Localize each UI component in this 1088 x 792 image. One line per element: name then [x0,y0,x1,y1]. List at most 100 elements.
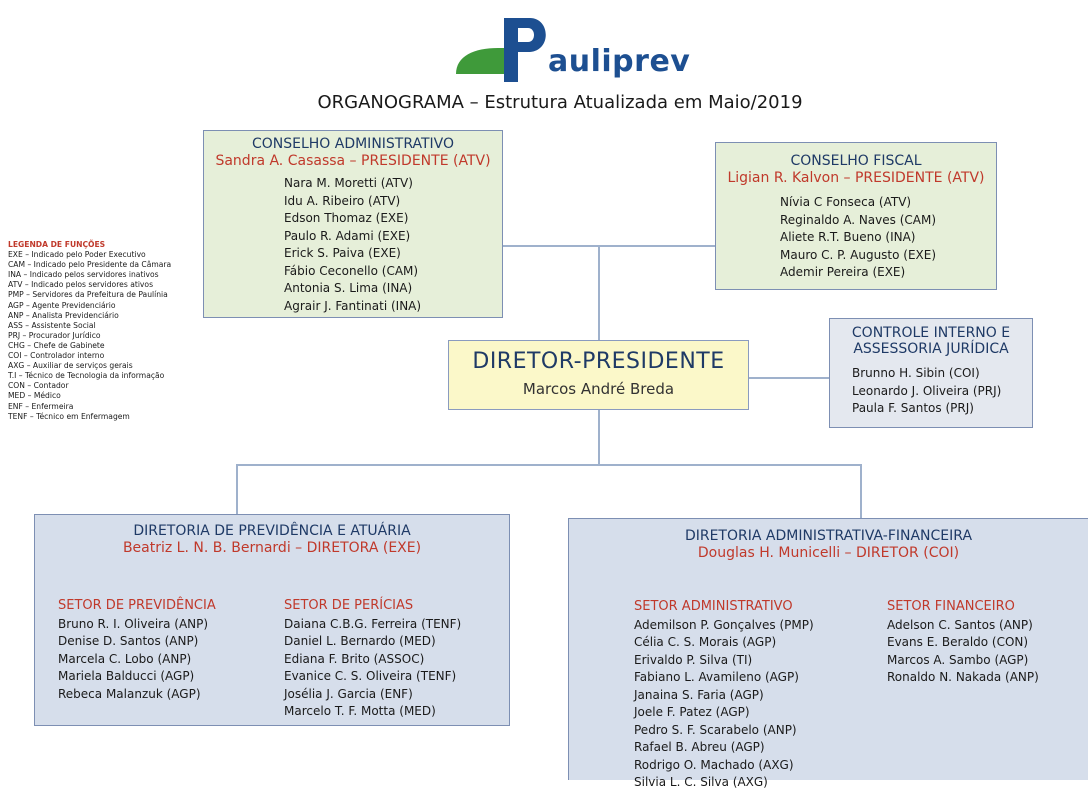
member: Rodrigo O. Machado (AXG) [634,757,794,772]
conselho-administrativo-title: CONSELHO ADMINISTRATIVO [251,136,455,152]
legend-item: EXE – Indicado pelo Poder Executivo [8,250,146,260]
diretoria-previdencia-title: DIRETORIA DE PREVIDÊNCIA E ATUÁRIA [133,523,411,539]
legend-item: ENF – Enfermeira [8,401,74,411]
member: Ademir Pereira (EXE) [780,265,906,279]
member: Ronaldo N. Nakada (ANP) [887,670,1039,684]
setor-administrativo-title: SETOR ADMINISTRATIVO [634,599,793,614]
diretor-presidente-name: Marcos André Breda [522,380,675,398]
diretoria-previdencia-head: Beatriz L. N. B. Bernardi – DIRETORA (EX… [122,540,422,556]
member: Evanice C. S. Oliveira (TENF) [284,669,457,683]
member: Ademilson P. Gonçalves (PMP) [634,617,814,632]
member: Mariela Balducci (AGP) [58,669,195,683]
member: Rebeca Malanzuk (AGP) [58,686,201,701]
legend-item: CAM – Indicado pelo Presidente da Câmara [8,260,172,270]
member: Agrair J. Fantinati (INA) [284,298,422,313]
member: Ediana F. Brito (ASSOC) [284,651,425,666]
conselho-fiscal-members: Nívia C Fonseca (ATV) Reginaldo A. Naves… [780,194,996,282]
setor-pericias-title: SETOR DE PERÍCIAS [284,598,414,613]
legend-item: ANP – Analista Previdenciário [8,310,119,320]
member: Erivaldo P. Silva (TI) [634,652,753,667]
member: Nara M. Moretti (ATV) [284,176,413,190]
diretoria-administrativa-head: Douglas H. Municelli – DIRETOR (COI) [697,545,960,561]
conselho-fiscal-box: CONSELHO FISCAL Ligian R. Kalvon – PRESI… [715,142,997,290]
setor-pericias: SETOR DE PERÍCIAS Daiana C.B.G. Ferreira… [284,597,461,721]
logo: auliprev [452,14,690,84]
member: Brunno H. Sibin (COI) [852,366,980,380]
legend: LEGENDA DE FUNÇÕES EXE – Indicado pelo P… [8,240,198,422]
controle-interno-title-1: CONTROLE INTERNO E [851,325,1011,341]
member: Erick S. Paiva (EXE) [284,246,401,260]
diretoria-previdencia-box: DIRETORIA DE PREVIDÊNCIA E ATUÁRIA Beatr… [34,514,510,726]
member: Josélia J. Garcia (ENF) [284,686,413,701]
legend-item: CON – Contador [8,381,69,391]
legend-item: ATV – Indicado pelos servidores ativos [8,280,154,290]
conselho-fiscal-president: Ligian R. Kalvon – PRESIDENTE (ATV) [727,170,985,186]
paulipreb-logo-mark-icon [456,18,546,82]
conselho-administrativo-box: CONSELHO ADMINISTRATIVO Sandra A. Casass… [203,130,503,318]
legend-item: PMP – Servidores da Prefeitura de Paulín… [8,290,168,300]
connector-controle [749,377,829,379]
member: Rafael B. Abreu (AGP) [634,740,765,754]
member: Janaina S. Faria (AGP) [634,687,764,702]
setor-previdencia-title: SETOR DE PREVIDÊNCIA [58,598,216,613]
diretor-presidente-title: DIRETOR-PRESIDENTE [472,349,725,374]
legend-item: MED – Médico [8,391,61,401]
controle-interno-title-2: ASSESSORIA JURÍDICA [853,341,1009,357]
legend-item: INA – Indicado pelos servidores inativos [8,270,159,280]
controle-interno-box: CONTROLE INTERNO E ASSESSORIA JURÍDICA B… [829,318,1033,428]
legend-item: T.I – Técnico de Tecnologia da informaçã… [8,371,165,381]
member: Daiana C.B.G. Ferreira (TENF) [284,616,462,631]
member: Marcos A. Sambo (AGP) [887,652,1029,667]
legend-item: PRJ – Procurador Jurídico [8,330,101,340]
setor-financeiro: SETOR FINANCEIRO Adelson C. Santos (ANP)… [887,598,1039,687]
member: Marcelo T. F. Motta (MED) [284,704,436,718]
member: Paulo R. Adami (EXE) [284,228,411,243]
member: Pedro S. F. Scarabelo (ANP) [634,722,797,737]
member: Reginaldo A. Naves (CAM) [780,212,937,227]
connector-bottom-vertical [598,410,600,466]
conselho-administrativo-members: Nara M. Moretti (ATV) Idu A. Ribeiro (AT… [284,175,502,315]
legend-item: AXG – Auxiliar de serviços gerais [8,361,133,371]
member: Aliete R.T. Bueno (INA) [780,230,916,244]
setor-financeiro-title: SETOR FINANCEIRO [887,599,1015,614]
member: Daniel L. Bernardo (MED) [284,634,436,648]
legend-item: COI – Controlador interno [8,351,105,361]
member: Evans E. Beraldo (CON) [887,635,1029,649]
legend-item: CHG – Chefe de Gabinete [8,340,105,350]
member: Célia C. S. Morais (AGP) [634,635,777,649]
conselho-administrativo-president: Sandra A. Casassa – PRESIDENTE (ATV) [215,153,491,169]
member: Bruno R. I. Oliveira (ANP) [58,616,209,631]
member: Idu A. Ribeiro (ATV) [284,193,401,208]
member: Leonardo J. Oliveira (PRJ) [852,383,1002,398]
legend-item: AGP – Agente Previdenciário [8,300,116,310]
member: Edson Thomaz (EXE) [284,211,409,225]
logo-text: auliprev [548,44,691,79]
member: Silvia L. C. Silva (AXG) [634,775,768,789]
connector-top-vertical [598,245,600,340]
member: Denise D. Santos (ANP) [58,634,199,648]
member: Joele F. Patez (AGP) [634,705,750,719]
setor-previdencia: SETOR DE PREVIDÊNCIA Bruno R. I. Oliveir… [58,597,216,703]
member: Fábio Ceconello (CAM) [284,263,419,278]
member: Adelson C. Santos (ANP) [887,617,1033,632]
connector-admin-horizontal [425,245,715,247]
legend-item: TENF – Técnico em Enfermagem [8,411,130,421]
diretoria-administrativa-box: DIRETORIA ADMINISTRATIVA-FINANCEIRA Doug… [568,518,1088,789]
setor-administrativo: SETOR ADMINISTRATIVO Ademilson P. Gonçal… [634,598,814,792]
controle-interno-members: Brunno H. Sibin (COI) Leonardo J. Olivei… [852,365,1032,418]
connector-right-drop [860,464,862,518]
member: Mauro C. P. Augusto (EXE) [780,247,937,262]
member: Marcela C. Lobo (ANP) [58,651,192,666]
member: Nívia C Fonseca (ATV) [780,195,912,209]
legend-item: ASS – Assistente Social [8,320,96,330]
legend-title: LEGENDA DE FUNÇÕES [8,240,106,249]
member: Paula F. Santos (PRJ) [852,401,974,415]
diretoria-administrativa-title: DIRETORIA ADMINISTRATIVA-FINANCEIRA [684,528,973,544]
connector-bottom-horizontal [236,464,862,466]
member: Antonia S. Lima (INA) [284,281,413,295]
page-title: ORGANOGRAMA – Estrutura Atualizada em Ma… [317,92,803,113]
member: Fabiano L. Avamileno (AGP) [634,670,799,684]
connector-left-drop [236,464,238,514]
conselho-fiscal-title: CONSELHO FISCAL [790,153,922,169]
diretor-presidente-box: DIRETOR-PRESIDENTE Marcos André Breda [448,340,749,410]
